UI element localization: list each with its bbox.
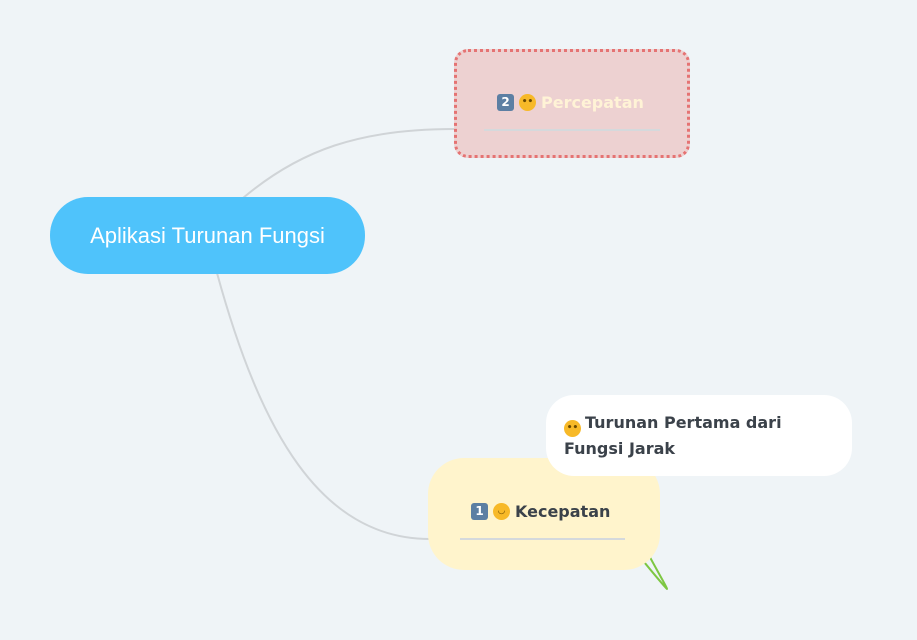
floating-topic-note[interactable]: ••Turunan Pertama dari Fungsi Jarak (546, 395, 852, 476)
root-topic[interactable]: Aplikasi Turunan Fungsi (50, 197, 365, 274)
keycap-1-icon: 1 (471, 503, 488, 520)
neutral-face-icon: •• (519, 94, 536, 111)
topic-underline (460, 538, 625, 540)
topic-label-row: 1 ◡ Kecepatan (471, 502, 610, 521)
note-label: Turunan Pertama dari Fungsi Jarak (564, 413, 782, 458)
neutral-face-icon: •• (564, 420, 581, 437)
slightly-smiling-face-icon: ◡ (493, 503, 510, 520)
topic-kecepatan[interactable]: 1 ◡ Kecepatan (428, 458, 660, 570)
topic-underline (484, 129, 660, 131)
keycap-2-icon: 2 (497, 94, 514, 111)
topic-label-row: 2 •• Percepatan (497, 93, 644, 112)
topic-label: Kecepatan (515, 502, 611, 521)
root-topic-label: Aplikasi Turunan Fungsi (90, 222, 325, 248)
connector-root-percepatan (242, 128, 455, 199)
connector-root-kecepatan (216, 272, 431, 540)
topic-percepatan[interactable]: 2 •• Percepatan (454, 49, 690, 158)
topic-label: Percepatan (541, 93, 644, 112)
